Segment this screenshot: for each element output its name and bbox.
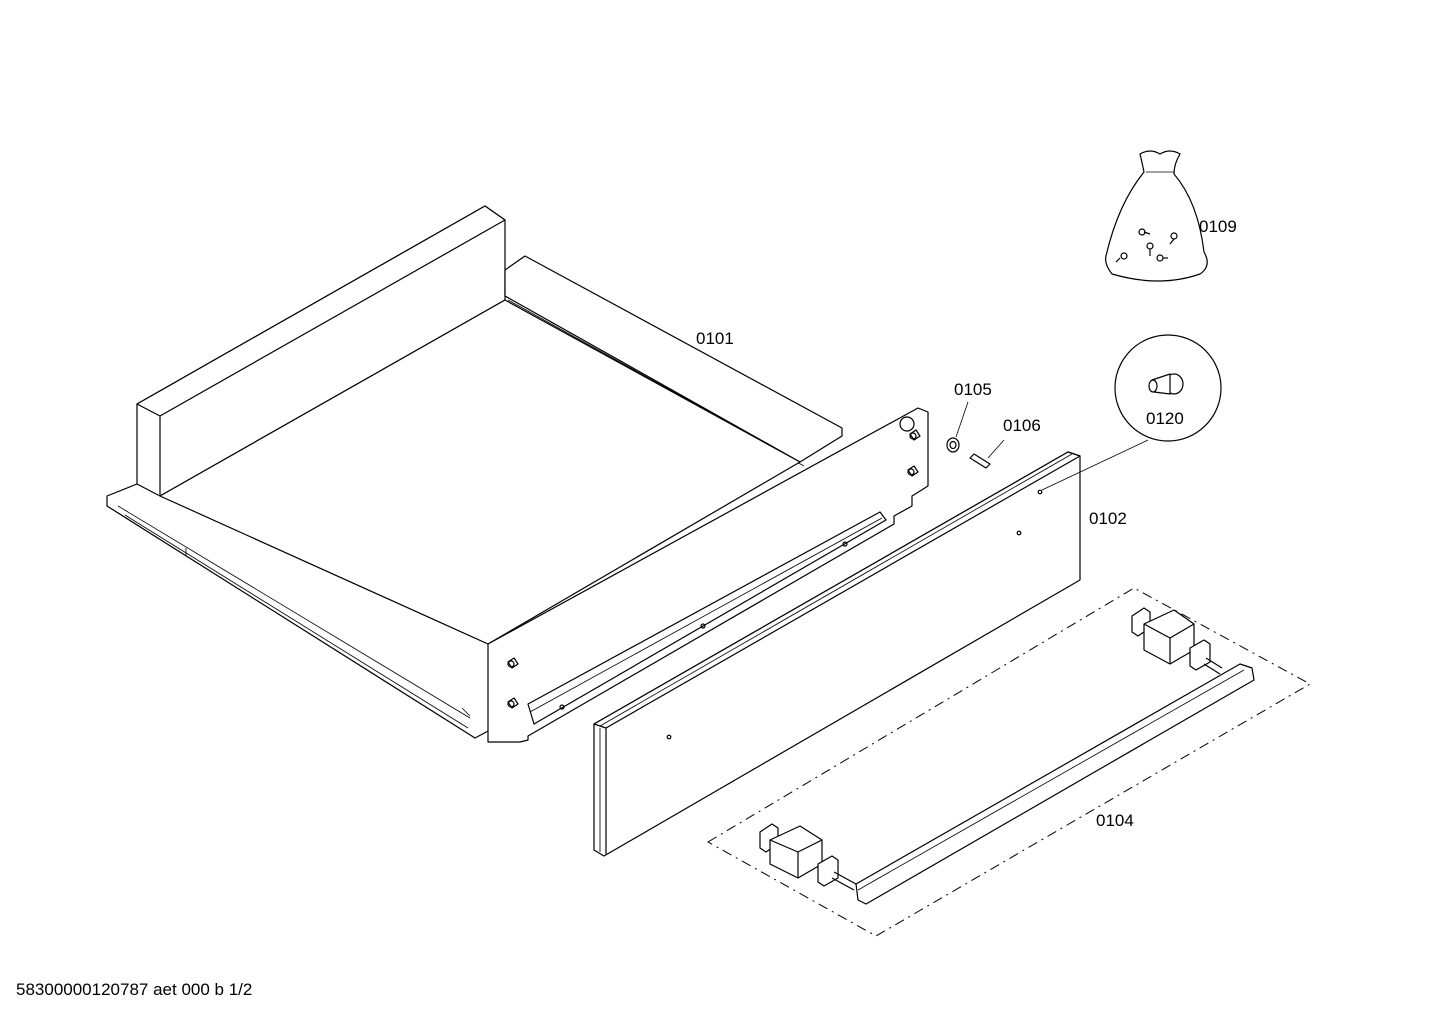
screw-icon	[907, 465, 919, 477]
part-label-0104: 0104	[1096, 811, 1134, 830]
screw-icon	[1138, 228, 1151, 236]
part-label-0102: 0102	[1089, 509, 1127, 528]
part-label-0101: 0101	[696, 329, 734, 348]
screw-icon	[909, 429, 921, 441]
part-label-0105: 0105	[954, 380, 992, 399]
screw-icon	[1148, 373, 1184, 395]
screw-icon	[1156, 254, 1168, 262]
handle-assembly-0104	[707, 587, 1312, 937]
screw-icon	[1169, 232, 1178, 245]
handle-bracket-right	[1131, 607, 1223, 675]
screw-icon	[507, 697, 519, 709]
part-label-0109: 0109	[1199, 217, 1237, 236]
detail-callout-0120	[1114, 334, 1222, 442]
drawer-body-0101	[106, 205, 929, 743]
pin-0106	[969, 439, 1005, 469]
front-fascia-0102	[593, 439, 1149, 857]
screw-icon	[1146, 242, 1154, 256]
part-label-0120: 0120	[1146, 409, 1184, 428]
handle-bracket-left	[759, 823, 857, 891]
part-label-0106: 0106	[1003, 416, 1041, 435]
screw-icon	[1115, 252, 1128, 263]
parts-bag-0109	[1105, 150, 1208, 282]
screw-icon	[507, 657, 519, 669]
spacer-0105	[946, 401, 969, 453]
drawing-code: 58300000120787 aet 000 b 1/2	[16, 980, 253, 999]
